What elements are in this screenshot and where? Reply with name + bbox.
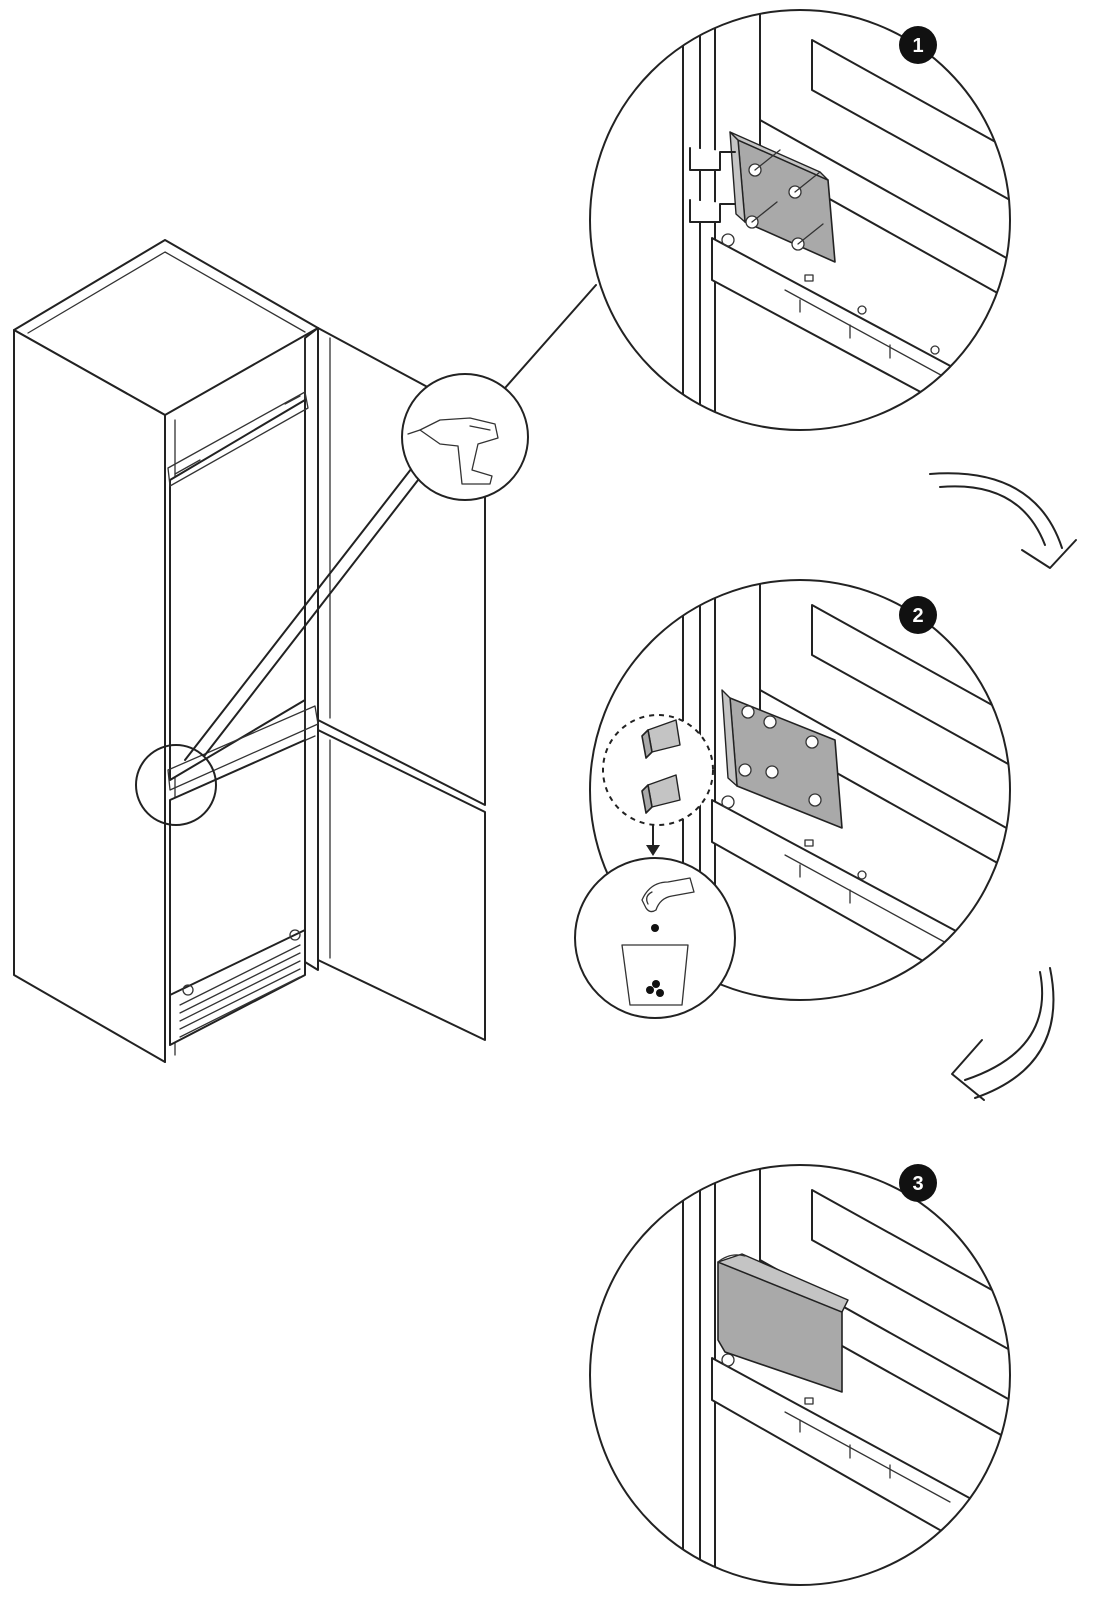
detail-step-1 [589,9,1011,431]
removed-hooks [602,714,714,856]
svg-text:1: 1 [912,35,923,57]
hinge-callout-circle [135,744,217,826]
step-2-badge: 2 [899,596,937,634]
drill-icon [401,373,529,501]
curved-arrow-icon [951,967,1055,1101]
waste-bin-icon [621,944,689,1006]
cabinet-with-fridge [13,239,486,1063]
detail-step-3 [589,1164,1011,1586]
leader-lines [184,284,597,761]
curved-arrow-icon [929,472,1077,569]
svg-text:2: 2 [912,605,923,627]
svg-text:3: 3 [912,1173,923,1195]
step-1-badge: 1 [899,26,937,64]
hand-drop-icon [574,857,736,1019]
step-3-badge: 3 [899,1164,937,1202]
